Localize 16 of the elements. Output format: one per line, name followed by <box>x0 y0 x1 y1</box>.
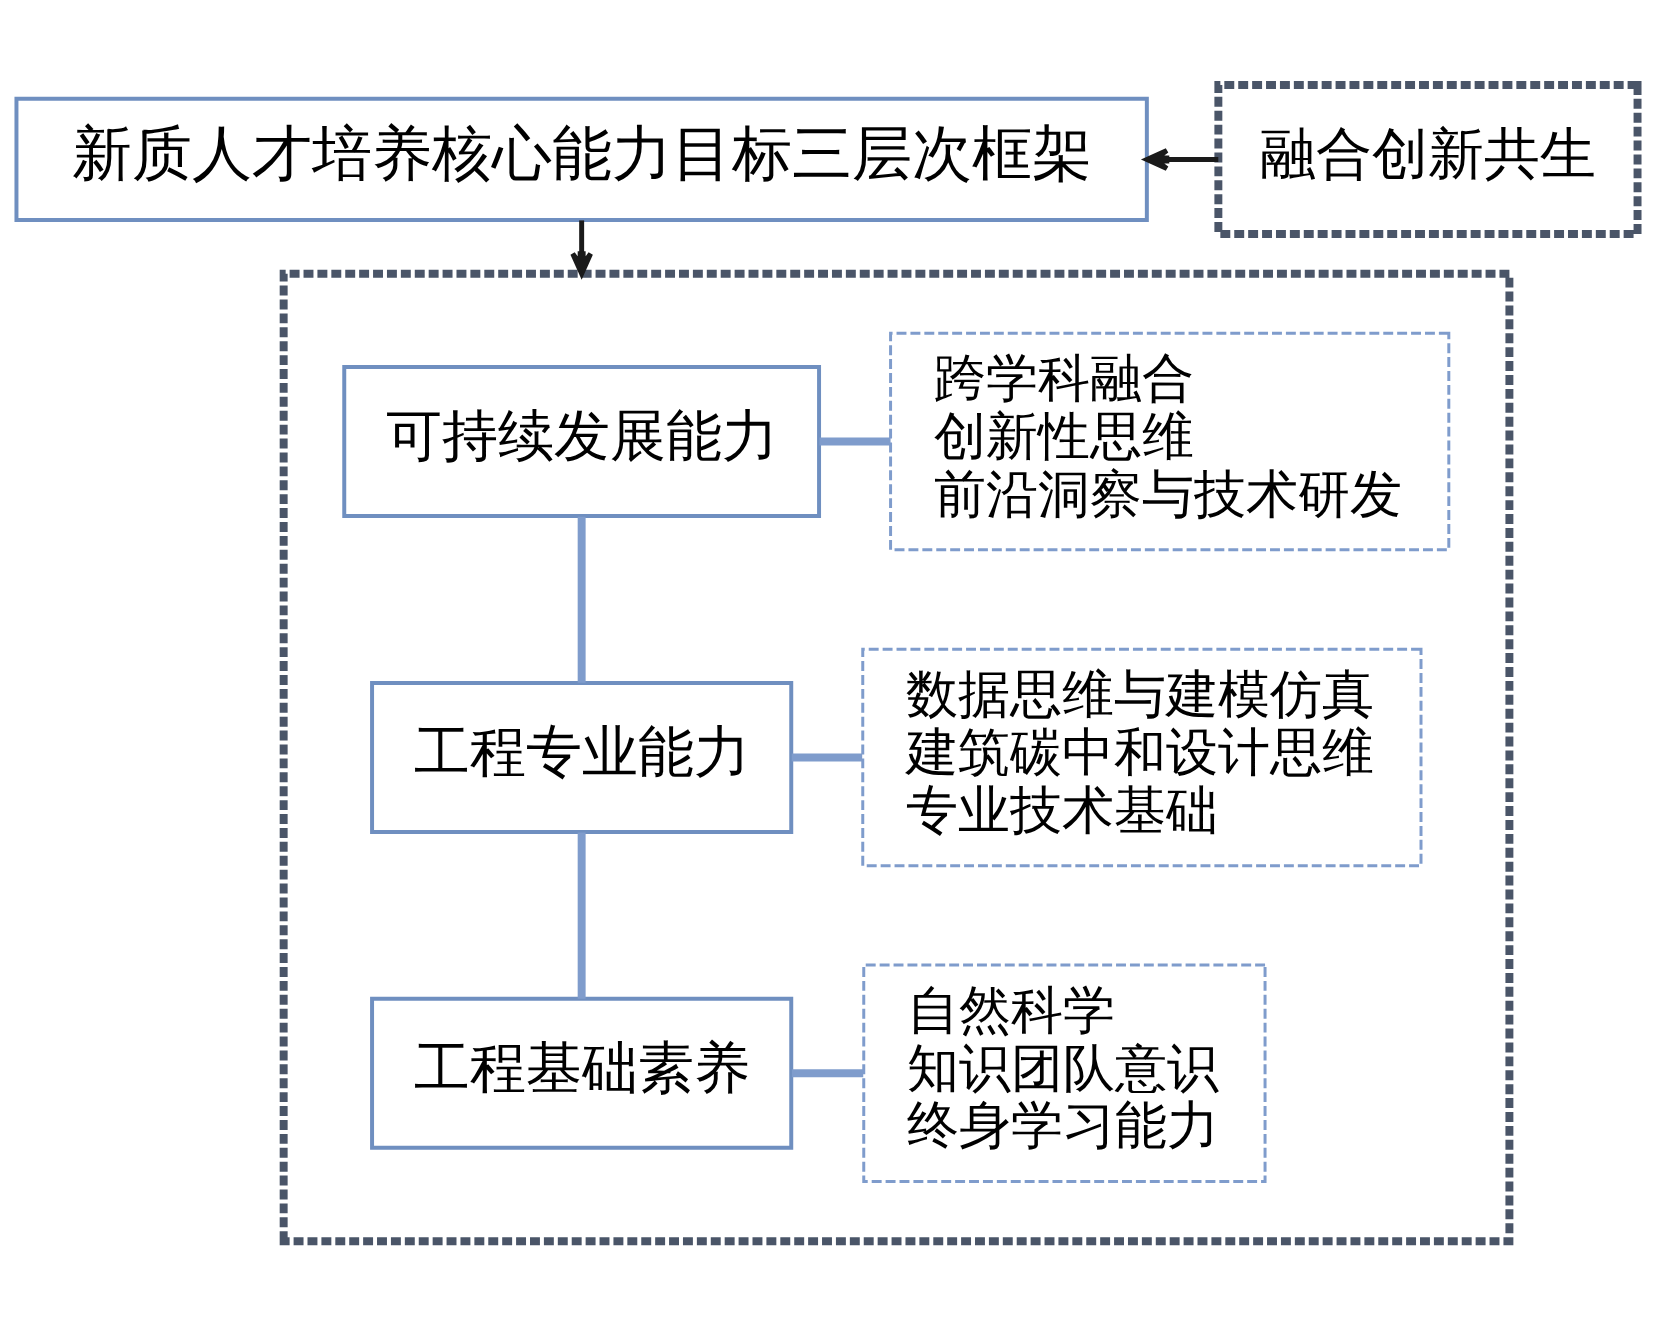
connector <box>577 516 586 683</box>
node-box: 自然科学 知识团队意识 终身学习能力 <box>862 963 1267 1184</box>
node-box: 工程专业能力 <box>370 680 794 834</box>
node-box: 跨学科融合 创新性思维 前沿洞察与技术研发 <box>889 331 1451 552</box>
arrow <box>570 220 594 277</box>
connector <box>577 832 586 999</box>
node-box: 工程基础素养 <box>370 996 794 1150</box>
connector <box>791 1069 864 1078</box>
connector <box>819 437 891 446</box>
node-box: 新质人才培养核心能力目标三层次框架 <box>14 96 1149 223</box>
node-box: 融合创新共生 <box>1214 80 1642 238</box>
node-box: 数据思维与建模仿真 建筑碳中和设计思维 专业技术基础 <box>861 647 1423 868</box>
node-box: 可持续发展能力 <box>342 365 822 519</box>
cluster <box>279 269 1514 1246</box>
connector <box>791 753 863 762</box>
arrow <box>1144 148 1219 171</box>
